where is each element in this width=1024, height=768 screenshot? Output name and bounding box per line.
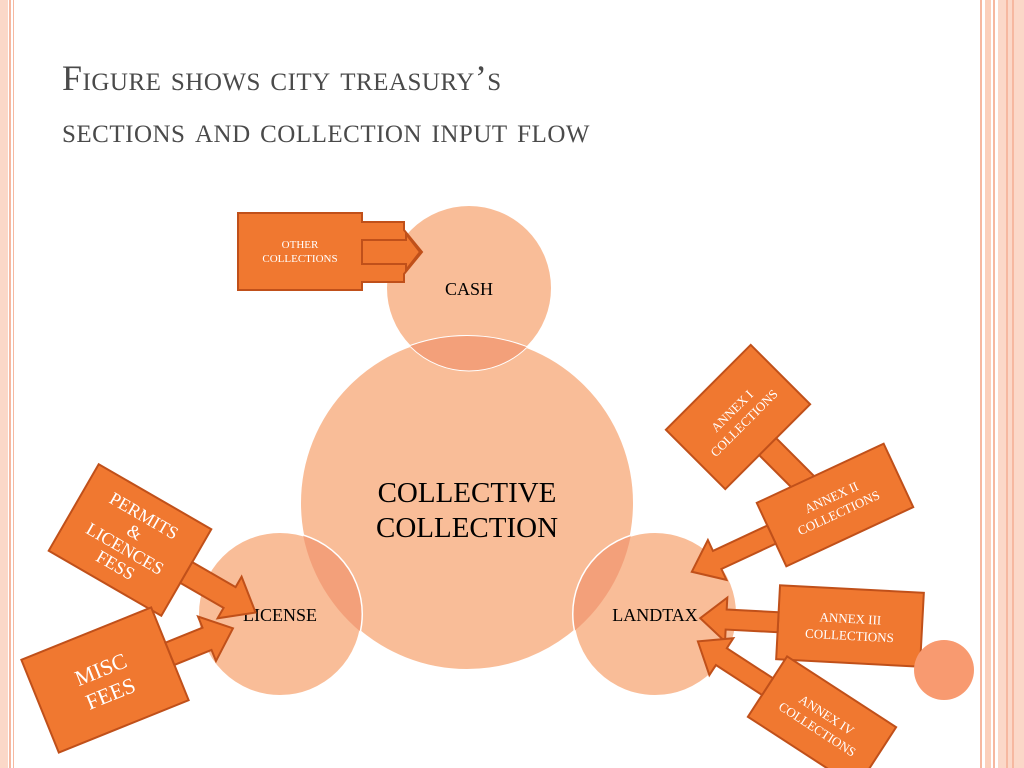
landtax-label: LANDTAX — [612, 605, 698, 625]
annex-3-arrow: ANNEX III COLLECTIONS — [698, 584, 925, 668]
permits-arrow: PERMITS & LICENCES FESS — [47, 462, 257, 620]
center-label-line-2: COLLECTION — [376, 512, 558, 544]
center-label-line-1: COLLECTIVE — [378, 477, 557, 509]
title-line-1: Figure shows city treasury’s — [62, 58, 502, 98]
misc-fees-arrow: MISC FEES — [20, 606, 235, 754]
accent-dot — [914, 640, 974, 700]
annex-3-label-2: COLLECTIONS — [805, 626, 895, 646]
other-collections-label-2: COLLECTIONS — [262, 253, 337, 265]
other-collections-arrow: OTHER COLLECTIONS — [237, 212, 424, 291]
title-line-2: sections and collection input flow — [62, 110, 590, 150]
annex-3-label-1: ANNEX III — [819, 609, 881, 627]
page-title: Figure shows city treasury’s sections an… — [62, 52, 922, 156]
license-label: LICENSE — [243, 605, 317, 625]
other-collections-label-1: OTHER — [282, 239, 319, 251]
cash-overlap — [385, 336, 553, 372]
annex-4-arrow: ANNEX IV COLLECTIONS — [696, 637, 898, 768]
cash-label: CASH — [445, 279, 493, 299]
